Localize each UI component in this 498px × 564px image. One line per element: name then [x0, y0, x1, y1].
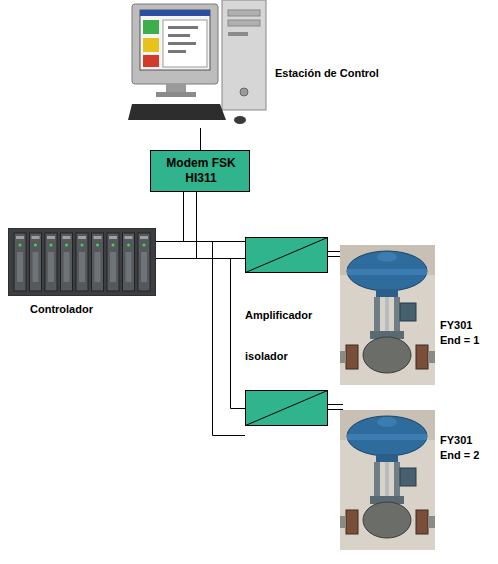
node-text: Modem FSK HI311	[159, 156, 243, 186]
computer-illustration	[128, 0, 268, 128]
node-text: FY301	[440, 433, 498, 447]
signal-wire	[156, 192, 184, 242]
controller: Controlador	[8, 228, 156, 296]
control-valve	[340, 410, 435, 550]
node-text: Controlador	[30, 302, 150, 316]
isolator-amplifier	[246, 238, 328, 273]
control-valve	[340, 245, 435, 385]
signal-wire	[200, 128, 201, 150]
node-text: End = 2	[440, 448, 498, 462]
valve-positioner: FY301End = 2	[340, 410, 435, 550]
node-text: Estación de Control	[275, 66, 400, 80]
annotation-label: isolador	[245, 349, 288, 363]
node-text: FY301	[440, 318, 498, 332]
valve-positioner: FY301End = 1	[340, 245, 435, 385]
annotation-label: Amplificador	[245, 308, 312, 322]
computer-station: Estación de Control	[128, 0, 268, 128]
controller-rack	[8, 228, 156, 296]
bus-wires	[155, 192, 343, 436]
fsk-modem: Modem FSK HI311	[150, 150, 250, 192]
isolator-amplifier	[246, 391, 328, 426]
node-text: End = 1	[440, 333, 498, 347]
